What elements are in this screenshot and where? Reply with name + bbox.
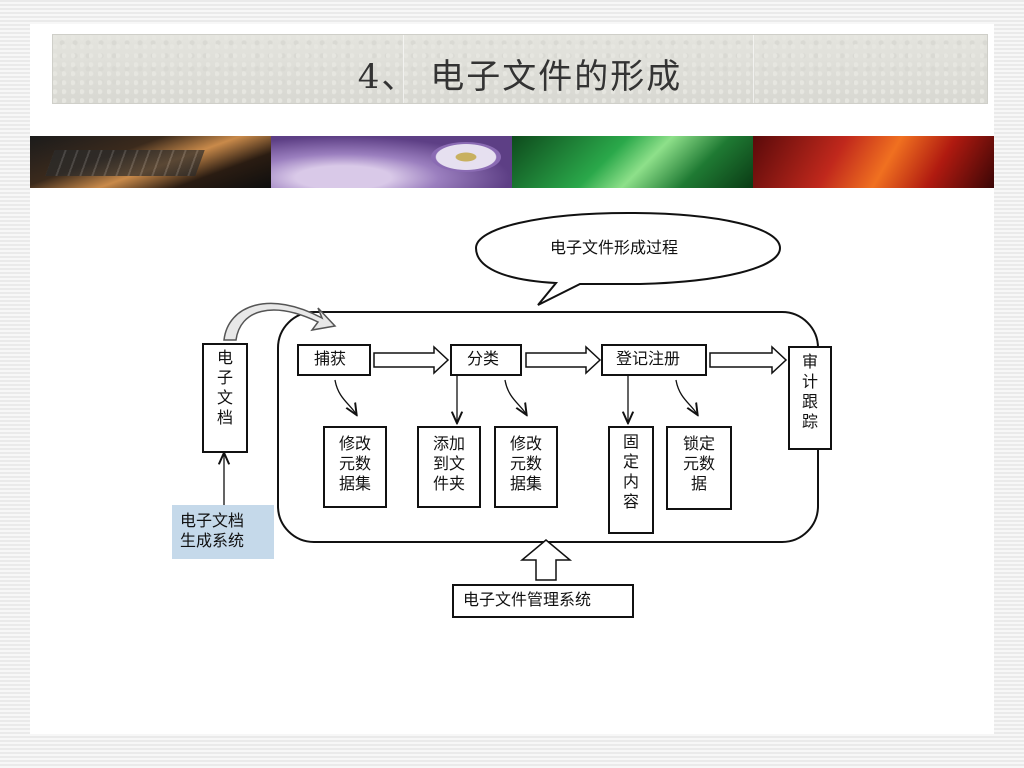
sub-lock-meta-label: 锁定 元数 据 bbox=[682, 434, 715, 493]
step-classify-label: 分类 bbox=[467, 349, 500, 368]
curve-capture-modify bbox=[334, 379, 356, 414]
red-abstract-photo bbox=[753, 136, 994, 188]
sub-modify-meta-1-box bbox=[323, 426, 387, 508]
sub-add-folder-box bbox=[417, 426, 481, 508]
sub-modify-meta-1-label: 修改 元数 据集 bbox=[338, 434, 371, 493]
curve-register-lock bbox=[675, 379, 697, 414]
title-bar-divider bbox=[753, 35, 754, 103]
entry-curved-arrow bbox=[223, 302, 337, 341]
step-audit-label: 审 计 跟 踪 bbox=[801, 352, 818, 431]
cd-disc-photo bbox=[271, 136, 512, 188]
management-system-box bbox=[452, 584, 634, 618]
arrow-classify-register bbox=[525, 345, 602, 375]
step-classify-box bbox=[450, 344, 522, 376]
source-doc-label: 电 子 文 档 bbox=[216, 348, 233, 427]
title-bar: 4、 电子文件的形成 bbox=[52, 34, 988, 104]
step-capture-box bbox=[297, 344, 371, 376]
circuit-photo bbox=[512, 136, 753, 188]
source-doc-box bbox=[202, 343, 248, 453]
sub-fix-content-box bbox=[608, 426, 654, 534]
step-register-box bbox=[601, 344, 707, 376]
photo-strip bbox=[30, 136, 994, 188]
arrow-capture-classify bbox=[373, 345, 450, 375]
management-system-label: 电子文件管理系统 bbox=[463, 590, 592, 609]
arrow-management-up bbox=[519, 539, 573, 581]
sub-lock-meta-box bbox=[666, 426, 732, 510]
sub-modify-meta-2-label: 修改 元数 据集 bbox=[509, 434, 542, 493]
step-capture-label: 捕获 bbox=[314, 349, 347, 368]
step-audit-box bbox=[788, 346, 832, 450]
sub-modify-meta-2-box bbox=[494, 426, 558, 508]
callout-label: 电子文件形成过程 bbox=[550, 238, 679, 257]
slide-title: 4、 电子文件的形成 bbox=[357, 57, 683, 97]
generation-system-label: 电子文档 生成系统 bbox=[180, 511, 245, 550]
generation-system-box bbox=[172, 505, 274, 559]
callout-bubble bbox=[474, 211, 782, 306]
step-register-label: 登记注册 bbox=[616, 349, 681, 368]
title-bar-divider bbox=[403, 35, 404, 103]
keyboard-photo bbox=[30, 136, 271, 188]
curve-classify-modify bbox=[504, 379, 526, 414]
sub-add-folder-label: 添加 到文 件夹 bbox=[432, 434, 465, 493]
arrow-register-audit bbox=[709, 345, 788, 375]
sub-fix-content-label: 固 定 内 容 bbox=[622, 432, 639, 511]
